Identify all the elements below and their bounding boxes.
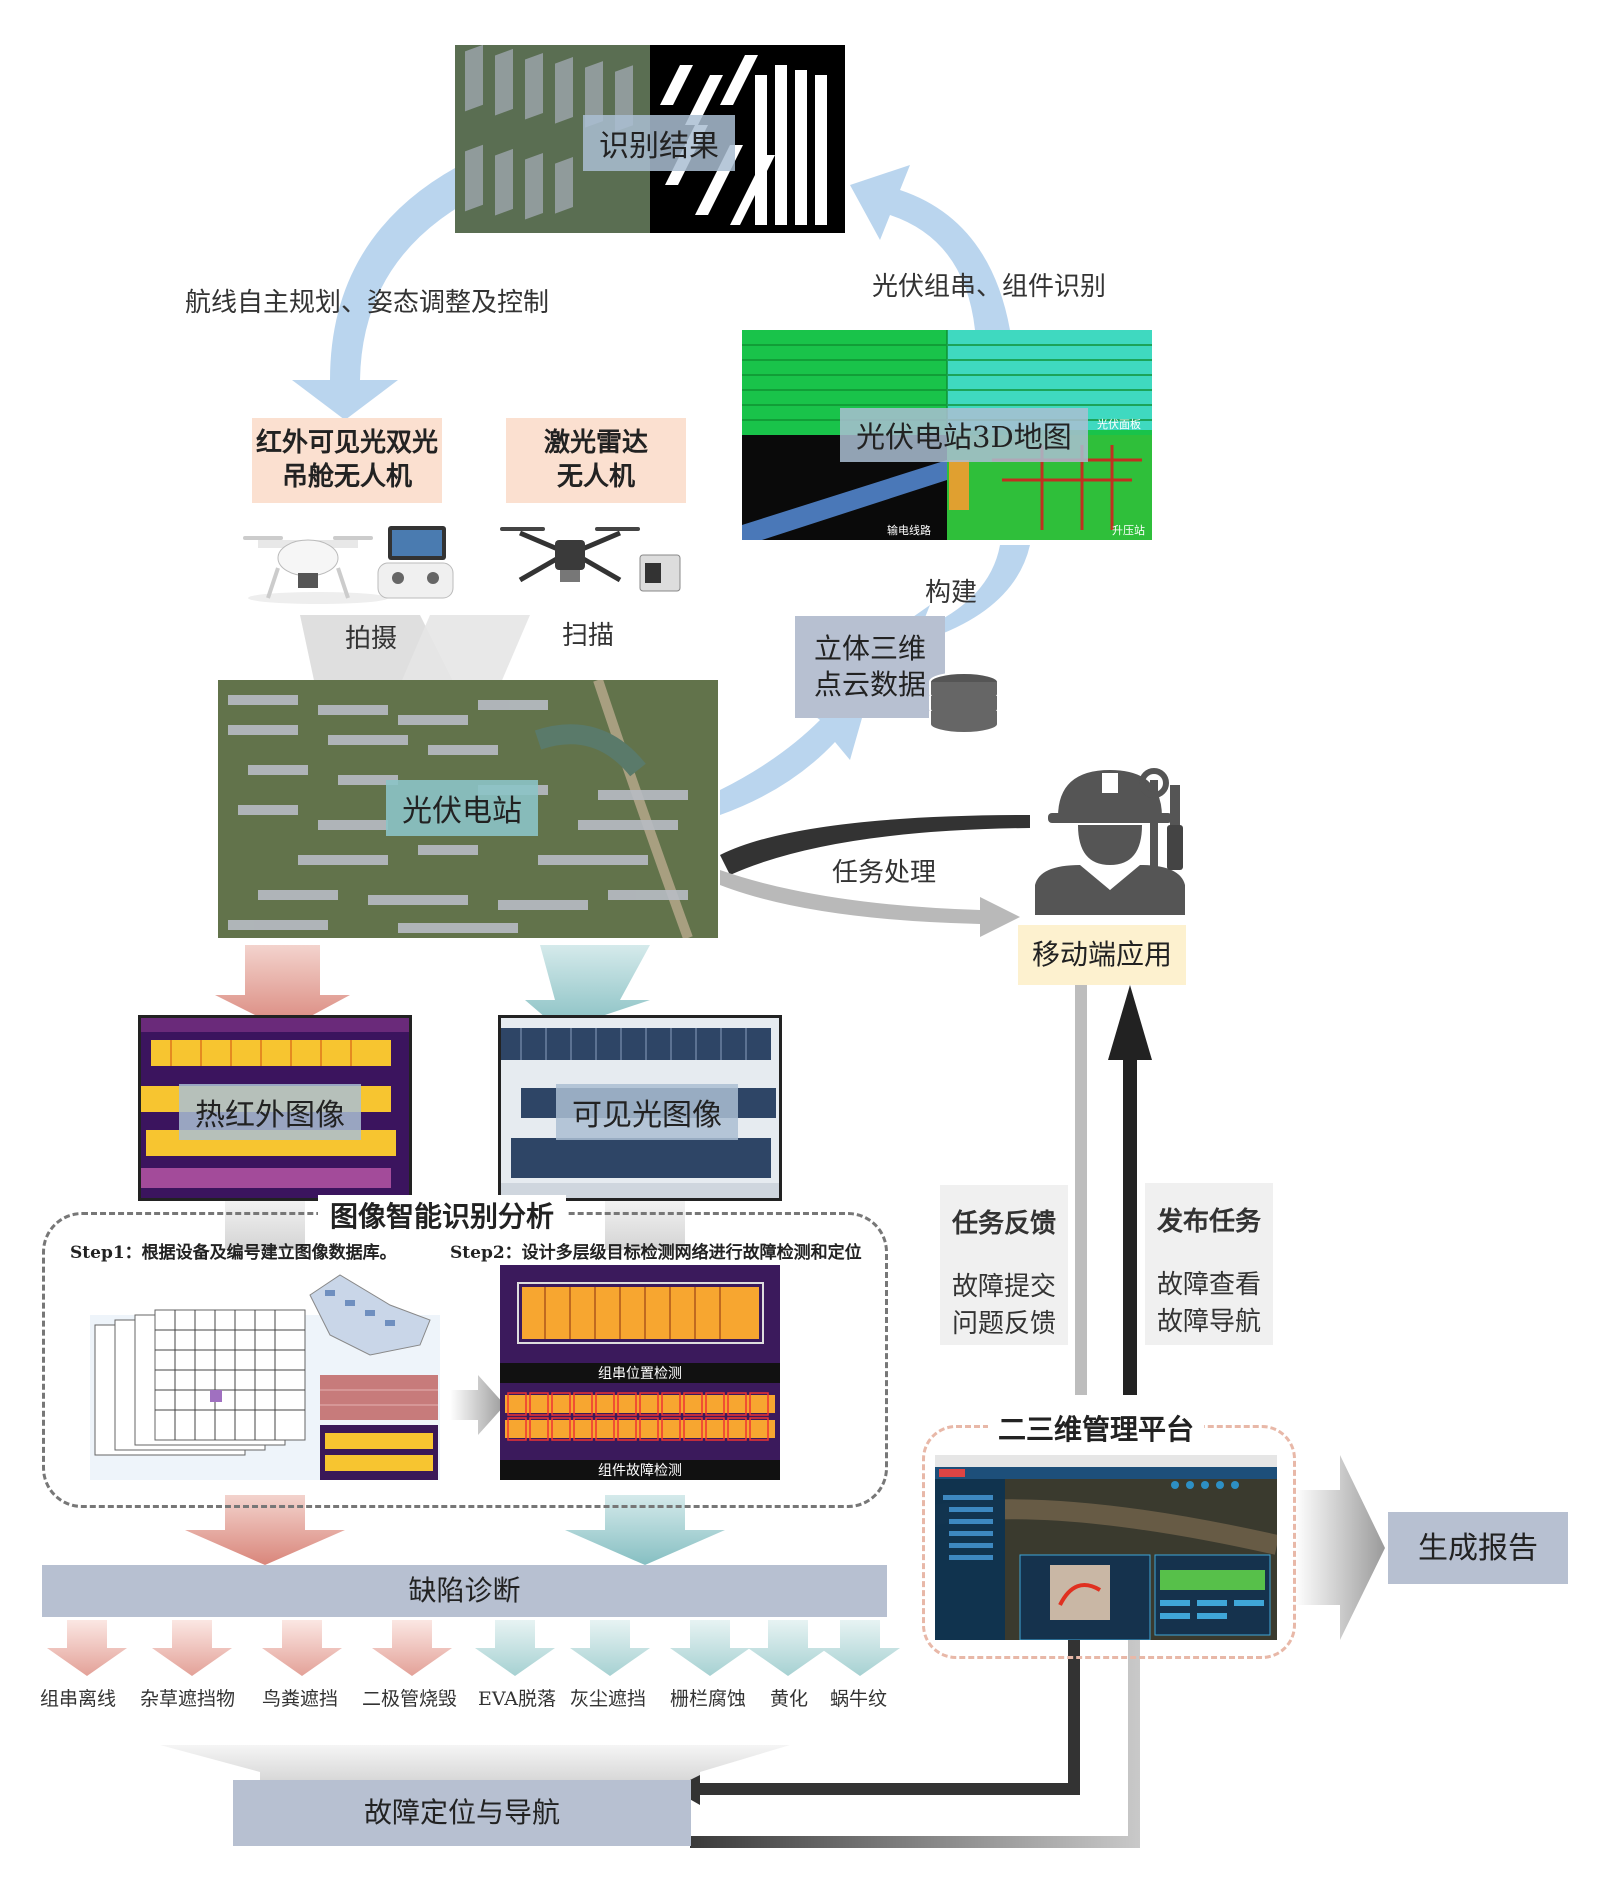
task-feedback-line2: 问题反馈	[951, 1309, 1056, 1339]
det-string-caption: 组串位置检测	[500, 1363, 780, 1383]
fault-nav-box: 故障定位与导航	[233, 1780, 691, 1846]
tag-substation: 升压站	[1112, 524, 1145, 537]
task-feedback-title: 任务反馈	[951, 1209, 1056, 1239]
to-diagnosis-red	[185, 1495, 345, 1565]
to-thermal-arrow	[215, 945, 350, 1030]
platform-title: 二三维管理平台	[988, 1408, 1205, 1448]
defect-5: 灰尘遮挡	[570, 1688, 647, 1710]
detection-illustration: 组串位置检测 组件故障检测	[500, 1265, 780, 1480]
feedback-line	[1075, 985, 1087, 1395]
visible-image-label: 可见光图像	[556, 1084, 738, 1140]
publish-line	[1123, 1060, 1137, 1395]
det-fault-caption: 组件故障检测	[500, 1460, 780, 1480]
defect-3: 二极管烧毁	[362, 1688, 458, 1710]
task-arrow-light	[720, 870, 1020, 937]
ir-drone-line1: 红外可见光双光	[255, 427, 438, 458]
lidar-drone-line2: 无人机	[556, 461, 635, 492]
tag-power-line: 输电线路	[887, 524, 931, 537]
defect-0: 组串离线	[40, 1688, 117, 1710]
image-database-illustration	[90, 1274, 440, 1480]
publish-task-line2: 故障导航	[1156, 1307, 1261, 1337]
step1-text: Step1：根据设备及编号建立图像数据库。	[70, 1243, 397, 1263]
task-arrow-dark	[720, 815, 1030, 875]
defect-diagnosis-bar: 缺陷诊断	[42, 1565, 887, 1617]
visible-image: 可见光图像	[498, 1015, 782, 1201]
point-cloud-label: 立体三维 点云数据	[795, 616, 945, 718]
report-arrow	[1295, 1455, 1385, 1640]
ir-drone-label: 红外可见光双光 吊舱无人机	[252, 418, 442, 503]
arc-arrow-left	[292, 160, 490, 420]
publish-task-title: 发布任务	[1156, 1207, 1261, 1237]
point-cloud-line2: 点云数据	[813, 668, 926, 701]
platform-screenshot	[935, 1455, 1277, 1640]
lidar-drone-label: 激光雷达 无人机	[506, 418, 686, 503]
ir-drone-line2: 吊舱无人机	[281, 461, 412, 492]
task-processing-label: 任务处理	[832, 858, 937, 888]
route-planning-label: 航线自主规划、姿态调整及控制	[185, 288, 550, 318]
task-feedback-line1: 故障提交	[951, 1272, 1056, 1302]
funnel-arrow	[160, 1745, 790, 1785]
visible-down-connector	[605, 1195, 685, 1250]
shoot-label: 拍摄	[345, 624, 398, 654]
phantom-drone-icon	[243, 526, 454, 604]
step-arrow	[450, 1375, 505, 1435]
recognition-result-image: 识别结果	[455, 45, 845, 233]
thermal-image-label: 热红外图像	[179, 1084, 361, 1140]
defect-7: 黄化	[770, 1688, 809, 1710]
analysis-title: 图像智能识别分析	[318, 1195, 567, 1235]
pv-station-aerial: 光伏电站	[218, 680, 718, 938]
worker-icon	[1035, 768, 1185, 915]
arc-arrow-right	[850, 165, 1010, 330]
defect-1: 杂草遮挡物	[140, 1688, 236, 1710]
lidar-drone-line1: 激光雷达	[543, 427, 648, 458]
scan-label: 扫描	[562, 621, 615, 651]
to-visible-arrow	[525, 945, 650, 1030]
database-icon	[929, 672, 999, 734]
defect-4: EVA脱落	[478, 1688, 557, 1710]
thermal-down-connector	[225, 1195, 305, 1250]
map3d-title: 光伏电站3D地图	[840, 408, 1088, 462]
pv-3d-map: 光伏面板 输电线路 升压站 光伏电站3D地图	[742, 330, 1152, 540]
recognition-result-label: 识别结果	[583, 115, 735, 171]
arc-arrow-pointcloud	[720, 690, 870, 815]
defect-arrows	[47, 1620, 900, 1676]
thermal-image: 热红外图像	[138, 1015, 412, 1201]
to-diagnosis-teal	[565, 1495, 725, 1565]
publish-arrowhead	[1108, 985, 1152, 1060]
defect-2: 鸟粪遮挡	[262, 1688, 339, 1710]
tag-pv-panel: 光伏面板	[1097, 418, 1141, 431]
point-cloud-line1: 立体三维	[813, 631, 926, 665]
defect-6: 栅栏腐蚀	[670, 1688, 747, 1710]
publish-task-box: 发布任务 故障查看 故障导航	[1145, 1183, 1273, 1345]
matrice-drone-icon	[500, 527, 681, 592]
defect-8: 蜗牛纹	[830, 1688, 888, 1710]
publish-task-line1: 故障查看	[1156, 1270, 1261, 1300]
mobile-app-label: 移动端应用	[1018, 925, 1186, 985]
step2-text: Step2：设计多层级目标检测网络进行故障检测和定位	[450, 1243, 862, 1263]
scan-arrow	[400, 615, 530, 685]
pv-station-label: 光伏电站	[386, 780, 538, 836]
pv-recognition-label: 光伏组串、组件识别	[872, 272, 1107, 302]
task-feedback-box: 任务反馈 故障提交 问题反馈	[940, 1185, 1068, 1345]
build-label: 构建	[925, 578, 978, 608]
report-box: 生成报告	[1388, 1512, 1568, 1584]
